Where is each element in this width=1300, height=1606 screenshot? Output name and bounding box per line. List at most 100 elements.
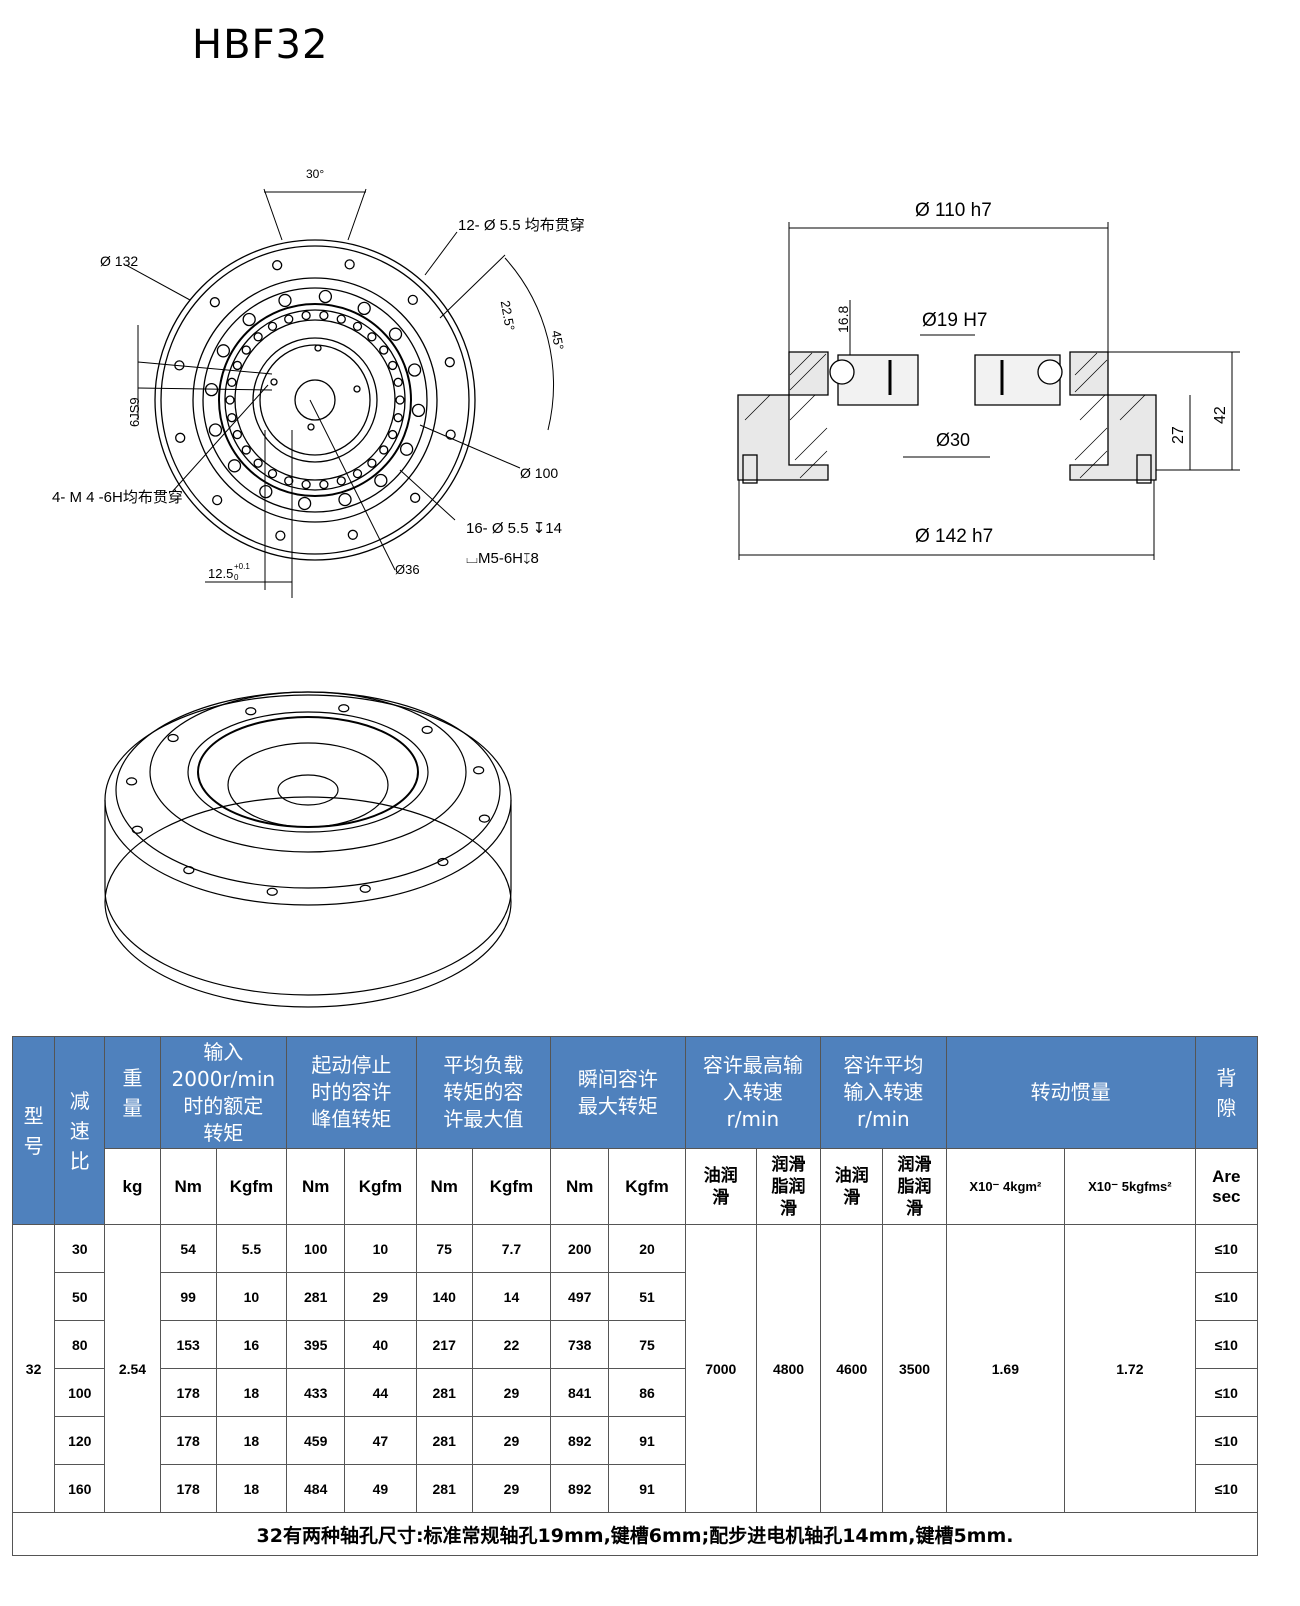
hole-mark [347,529,358,540]
cell-peak-nm: 484 [286,1464,346,1513]
cell-rated-kgfm: 18 [215,1416,288,1465]
front-angle-22: 22.5° [498,299,518,332]
cell-rated-kgfm: 5.5 [215,1224,288,1273]
hole-mark [379,345,389,355]
hole-mark [267,468,278,479]
hole-mark [338,492,352,507]
header-weight: 重量 [104,1036,161,1149]
unit-nm: Nm [550,1148,610,1225]
cell-rated-nm: 54 [159,1224,217,1273]
cell-rated-kgfm: 18 [215,1368,288,1417]
cell-peak-kgfm: 44 [344,1368,417,1417]
hole-mark [301,479,311,490]
hole-mark [352,321,363,332]
section-view-drawing [737,222,1240,560]
unit-kgfm: Kgfm [471,1148,552,1225]
hole-mark [284,476,294,486]
hole-mark [336,314,346,324]
section-dia-30: Ø30 [936,430,970,450]
cell-avg-kgfm: 14 [471,1272,552,1321]
hole-mark [225,395,235,405]
hole-mark [393,413,403,423]
unit-inertia1: X10⁻ 4kgm² [945,1148,1066,1225]
unit-oil: 油润滑 [684,1148,757,1225]
cell-inst-kgfm: 20 [608,1224,686,1273]
cell-inst-nm: 200 [550,1224,610,1273]
cell-avg-kgfm: 22 [471,1320,552,1369]
hole-mark [212,495,223,506]
cell-rated-nm: 99 [159,1272,217,1321]
header-model: 型号 [11,1036,56,1225]
hole-mark [175,432,186,443]
hole-mark [437,857,449,867]
hole-mark [208,423,223,437]
hole-mark [444,357,455,368]
cell-rated-nm: 178 [159,1464,217,1513]
front-dia-36: Ø36 [395,562,420,577]
footer-note: 32有两种轴孔尺寸:标准常规轴孔19mm,键槽6mm;配步进电机轴孔14mm,键… [12,1512,1258,1556]
hole-mark [232,429,242,440]
hole-mark [275,530,286,541]
front-dim-tol-bot: 0 [234,573,239,582]
hole-mark [301,310,311,321]
cell-avg-nm: 281 [415,1416,473,1465]
cell-rated-kgfm: 16 [215,1320,288,1369]
hole-mark [209,297,220,308]
front-tapped-4: 4- M 4 -6H均布贯穿 [52,489,183,506]
section-dia-142: Ø 142 h7 [915,526,993,547]
header-backlash: 背隙 [1194,1036,1259,1149]
hole-mark [227,377,237,387]
hole-mark [367,332,377,342]
hole-mark [393,377,403,387]
hole-mark [227,459,242,473]
cell-inst-kgfm: 91 [608,1416,686,1465]
front-tapped-m5: ⌴M5-6H↧8 [466,550,539,567]
hole-mark [395,395,405,405]
cell-peak-kgfm: 29 [344,1272,417,1321]
front-dim-12-5: 12.5 [208,566,233,581]
unit-kgfm: Kgfm [215,1148,288,1225]
section-dim-42: 42 [1212,406,1229,424]
hole-mark [374,473,388,488]
cell-peak-kgfm: 47 [344,1416,417,1465]
hole-mark [388,360,398,371]
hole-mark [125,777,138,786]
unit-kgfm: Kgfm [344,1148,417,1225]
hole-mark [242,312,256,327]
page-title: HBF32 [192,22,329,68]
unit-nm: Nm [286,1148,346,1225]
header-avg-torque: 平均负载转矩的容许最大值 [415,1036,552,1149]
cell-model: 32 [11,1224,56,1513]
hole-mark [259,484,273,499]
cell-inst-kgfm: 86 [608,1368,686,1417]
cell-inertia2: 1.72 [1064,1224,1196,1513]
front-angle-45: 45° [549,329,567,351]
section-dim-27: 27 [1170,426,1187,444]
hole-mark [407,363,422,377]
front-holes-12: 12- Ø 5.5 均布贯穿 [458,217,585,234]
hole-mark [253,332,263,342]
table-row: 160 178 18 484 49 281 29 892 91 ≤10 [13,1464,1259,1513]
cell-inst-kgfm: 75 [608,1320,686,1369]
cell-inst-nm: 892 [550,1464,610,1513]
hole-mark [379,445,389,455]
cell-avg-nm: 75 [415,1224,473,1273]
cell-peak-kgfm: 49 [344,1464,417,1513]
cell-backlash: ≤10 [1194,1464,1259,1513]
cell-backlash: ≤10 [1194,1416,1259,1465]
cell-inst-nm: 497 [550,1272,610,1321]
hole-mark [388,429,398,440]
hole-mark [359,884,371,893]
section-dia-110: Ø 110 h7 [915,200,992,221]
front-dim-tol-top: +0.1 [234,562,250,571]
cell-avg-kgfm: 29 [471,1464,552,1513]
cell-avg-kgfm: 7.7 [471,1224,552,1273]
unit-kgfm: Kgfm [608,1148,686,1225]
hole-mark [319,310,329,321]
header-peak-torque: 起动停止时的容许峰值转矩 [286,1036,417,1149]
hole-mark [245,707,257,716]
